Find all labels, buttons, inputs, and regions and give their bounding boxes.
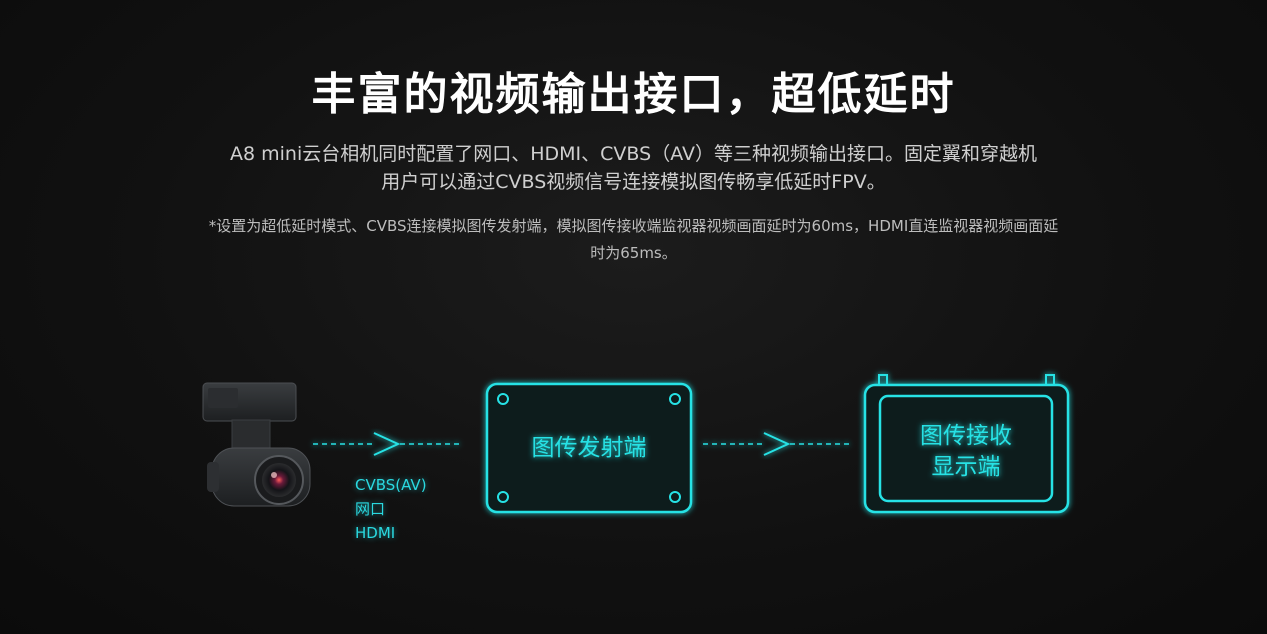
- receiver-display-box: [863, 374, 1070, 514]
- latency-note-line-1: *设置为超低延时模式、CVBS连接模拟图传发射端，模拟图传接收端监视器视频画面延…: [208, 217, 1059, 235]
- arrow-right-icon: [763, 432, 791, 456]
- transmitter-box: [485, 382, 693, 514]
- interface-list: CVBS(AV) 网口 HDMI: [355, 473, 427, 545]
- arrow-right-icon: [373, 432, 401, 456]
- page-title: 丰富的视频输出接口，超低延时: [311, 69, 956, 120]
- interface-item-ethernet: 网口: [355, 500, 386, 518]
- link-transmitter-to-receiver: [703, 432, 852, 456]
- receiver-label-line-1: 图传接收: [920, 423, 1012, 449]
- interface-item-hdmi: HDMI: [355, 524, 396, 542]
- transmitter-label: 图传发射端: [532, 435, 647, 461]
- description-line-1: A8 mini云台相机同时配置了网口、HDMI、CVBS（AV）等三种视频输出接…: [230, 143, 1037, 165]
- receiver-label-line-2: 显示端: [932, 454, 1001, 480]
- latency-note: *设置为超低延时模式、CVBS连接模拟图传发射端，模拟图传接收端监视器视频画面延…: [140, 213, 1127, 267]
- description: A8 mini云台相机同时配置了网口、HDMI、CVBS（AV）等三种视频输出接…: [120, 140, 1147, 196]
- description-line-2: 用户可以通过CVBS视频信号连接模拟图传畅享低延时FPV。: [381, 171, 886, 193]
- latency-note-line-2: 时为65ms。: [590, 244, 677, 262]
- interface-item-cvbs: CVBS(AV): [355, 476, 427, 494]
- link-camera-to-transmitter: [313, 432, 462, 456]
- gimbal-camera-icon: [202, 382, 311, 507]
